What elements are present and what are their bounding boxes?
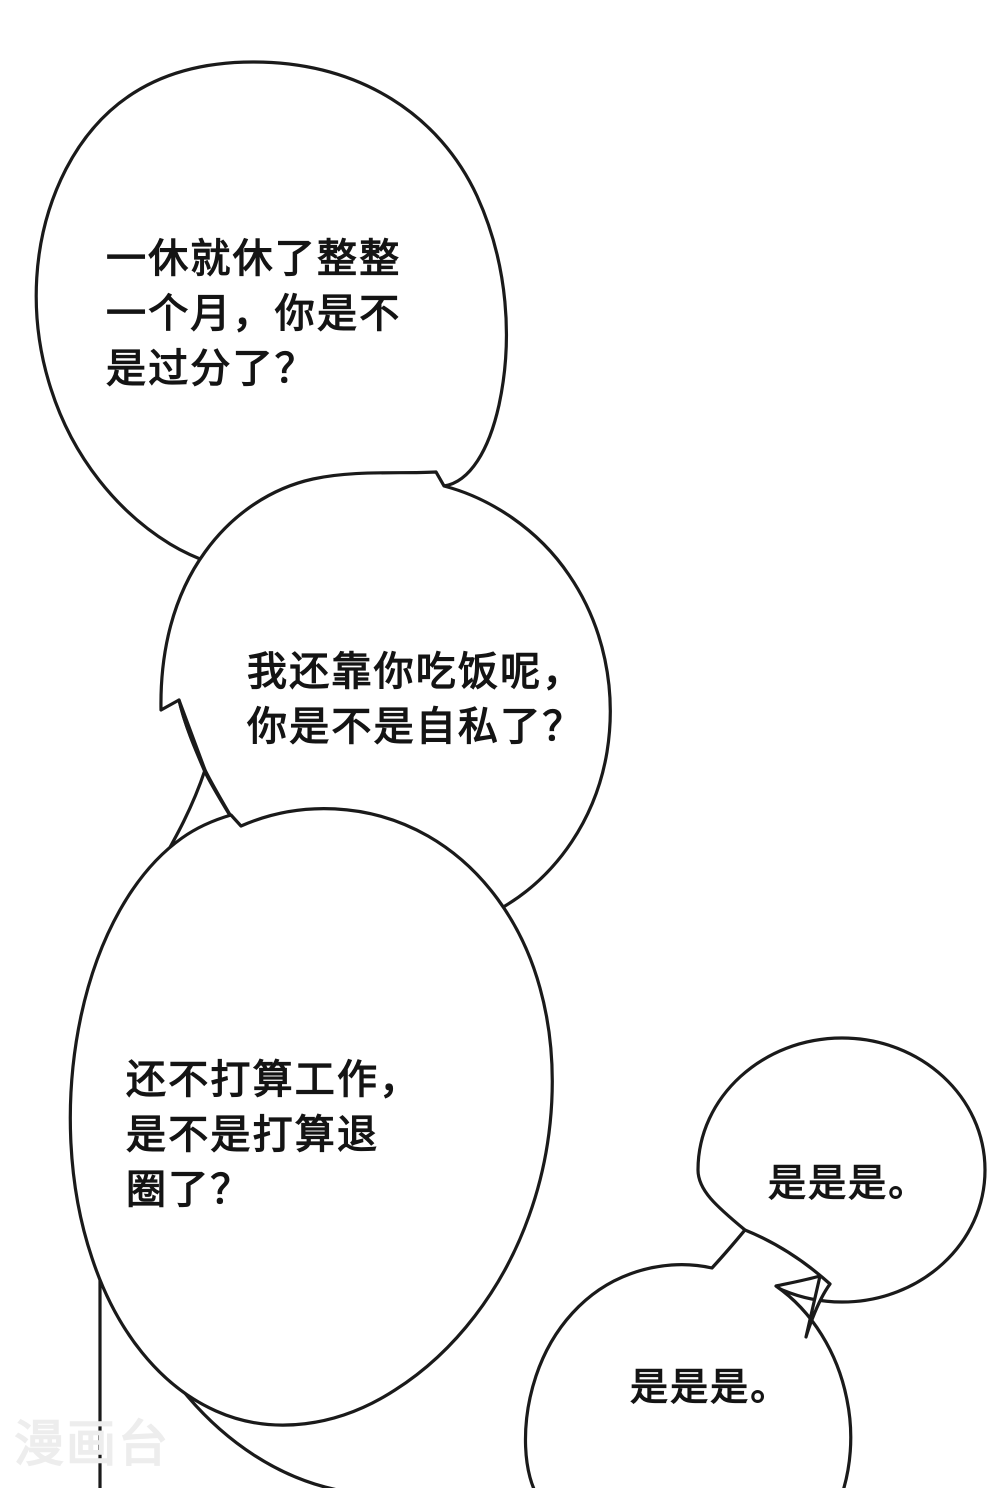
speech-bubble-5-shape [523,1228,853,1488]
site-watermark: 漫画台 [14,1415,170,1473]
speech-bubble-4-text: 是是是。 [768,1161,929,1205]
speech-bubble-2-text: 我还靠你吃饭呢， 你是不是自私了？ [247,649,585,750]
speech-bubble-3-text: 还不打算工作， 是不是打算退 圈了？ [126,1057,422,1213]
speech-bubble-5-text: 是是是。 [630,1365,791,1409]
speech-bubble-1-text: 一休就休了整整 一个月，你是不 是过分了？ [106,236,402,392]
speech-bubble-3-body [68,807,554,1427]
